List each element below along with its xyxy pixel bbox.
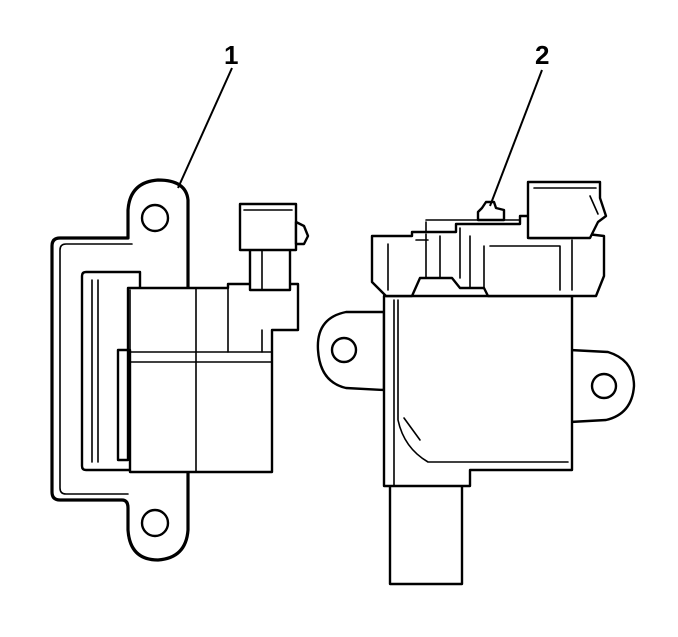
coil-2-right-mount-hole	[590, 372, 618, 400]
coil-1-connector-stem	[248, 246, 292, 292]
callout-2-leader	[489, 69, 543, 207]
coil-2-top-housing	[370, 214, 606, 298]
callout-2-label: 2	[535, 40, 549, 70]
coil-2-body	[382, 294, 574, 488]
ignition-coil-side-view	[50, 178, 310, 562]
coil-1-connector-latch	[294, 220, 310, 246]
callout-1-label: 1	[224, 40, 238, 70]
ignition-coil-front-view	[316, 180, 636, 586]
coil-1-upper-mount-hole	[140, 203, 170, 233]
coil-2-wire-connector	[526, 180, 608, 240]
coil-1-body	[116, 282, 300, 474]
coil-1-mounting-bracket	[50, 178, 190, 562]
coil-2-left-mount-hole	[330, 336, 358, 364]
coil-1-lower-mount-hole	[140, 508, 170, 538]
callout-1-leader	[177, 67, 233, 189]
coil-1-bracket-inner-edge	[59, 243, 133, 495]
coil-1-connector-housing	[238, 202, 298, 252]
